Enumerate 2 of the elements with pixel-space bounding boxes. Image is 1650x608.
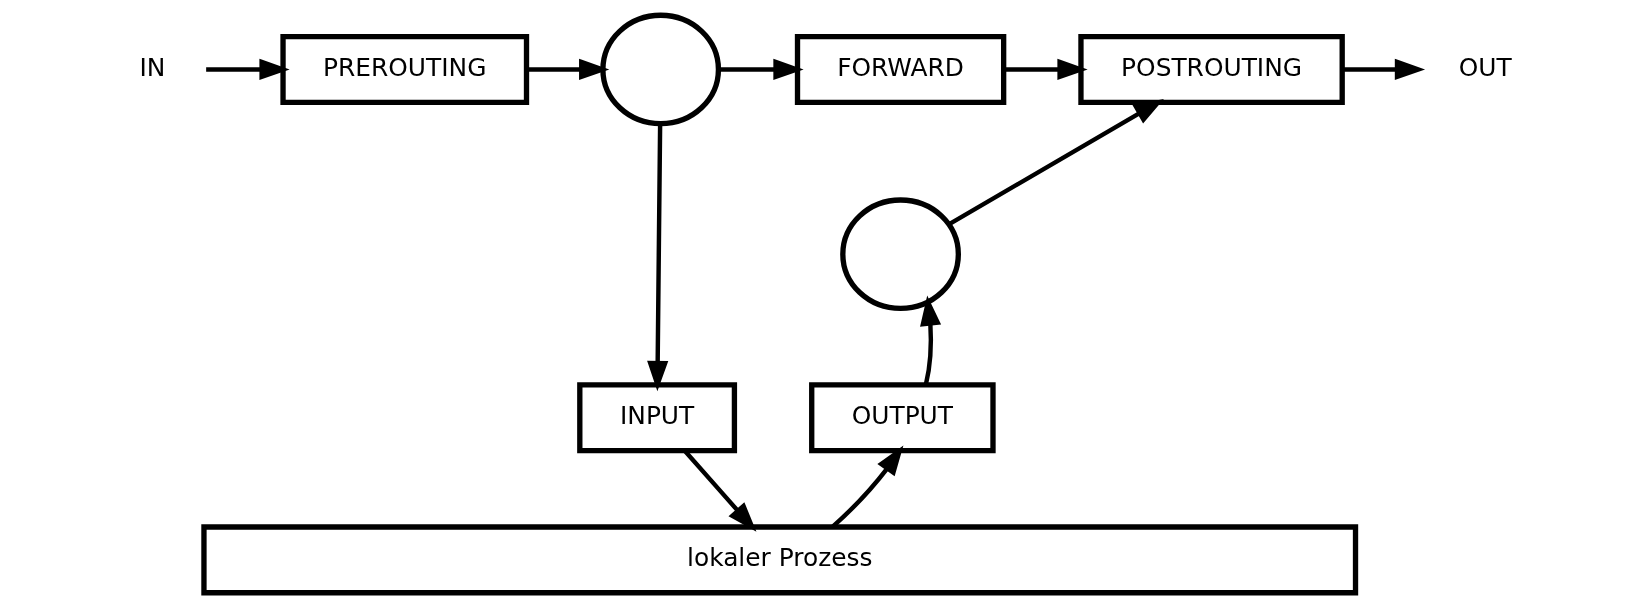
node-text: OUT	[1458, 53, 1512, 82]
node-text: IN	[138, 53, 165, 82]
